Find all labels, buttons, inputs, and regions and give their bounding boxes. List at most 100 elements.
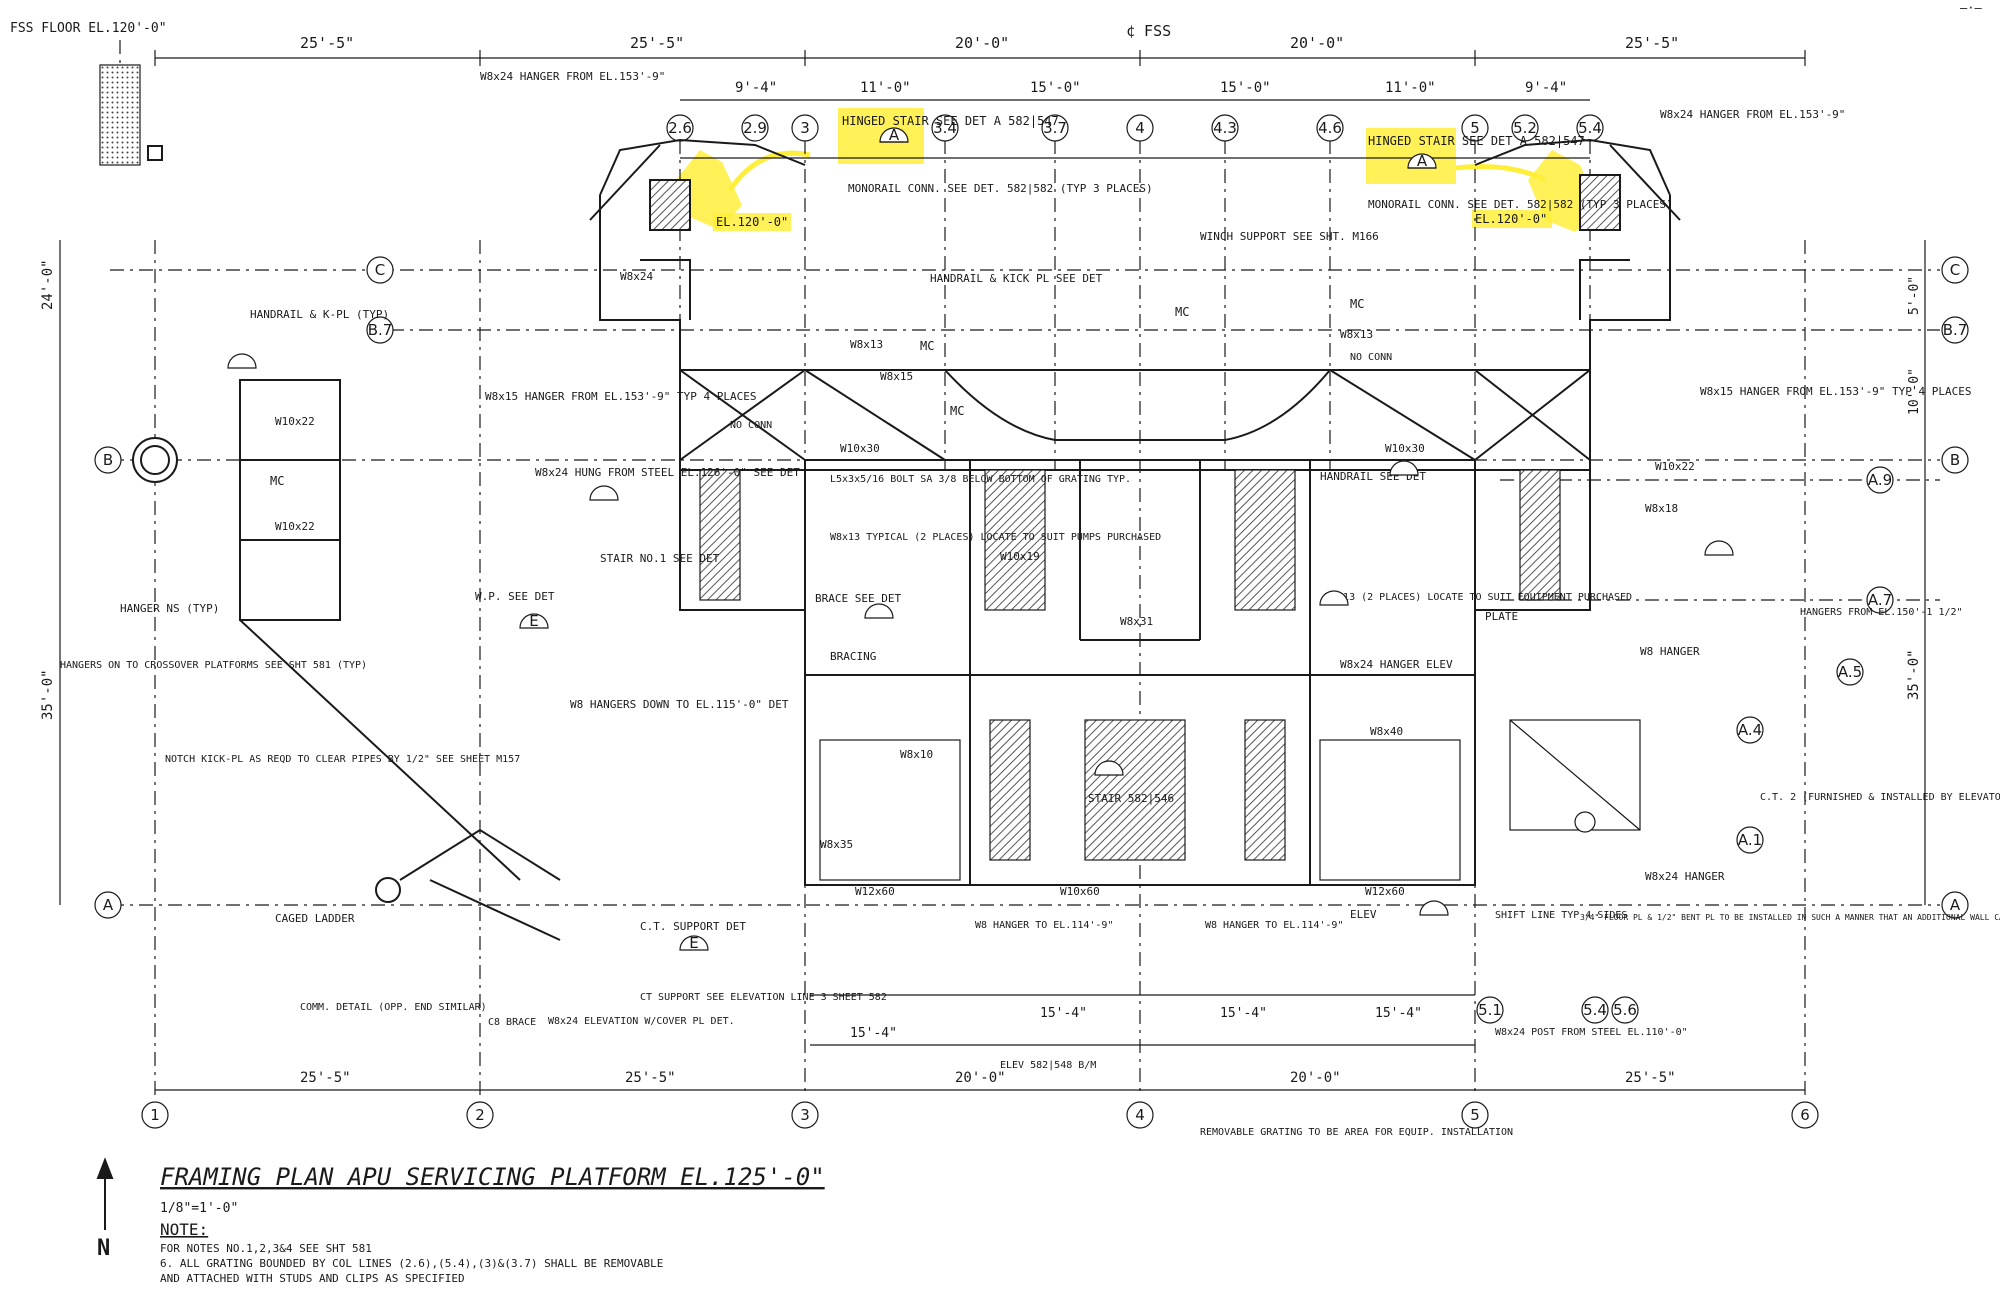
callout-plate-note: 3/4" FLOOR PL & 1/2" BENT PL TO BE INSTA…	[1580, 913, 2000, 922]
col-top-5: 5	[1470, 119, 1480, 137]
col-bot-5-1: 5.1	[1478, 1001, 1502, 1019]
note-line-2: 6. ALL GRATING BOUNDED BY COL LINES (2.6…	[160, 1257, 663, 1270]
detail-markers	[227, 127, 1734, 951]
dim-sub-5: 11'-0"	[1385, 80, 1436, 96]
callout-hanger-top-right: W8x24 HANGER FROM EL.153'-9"	[1660, 108, 1845, 121]
member-w10x22-c: W10x22	[1655, 460, 1695, 473]
row-right-a1: A.1	[1738, 831, 1762, 849]
callout-winch: WINCH SUPPORT SEE SHT. M166	[1200, 230, 1379, 243]
annotations: HINGED STAIR SEE DET A 582|547 HINGED ST…	[60, 70, 2000, 1138]
col-bot-5-6: 5.6	[1613, 1001, 1637, 1019]
member-no-conn-b: NO CONN	[1350, 352, 1392, 363]
callout-w8-hanger-right: W8 HANGER	[1640, 645, 1700, 658]
dim-bot-3: 20'-0"	[955, 1070, 1006, 1086]
member-w12x60-a: W12x60	[855, 885, 895, 898]
callout-plate: PLATE	[1485, 610, 1518, 623]
dim-right-1: 5'-0"	[1907, 276, 1922, 315]
note-line-3: AND ATTACHED WITH STUDS AND CLIPS AS SPE…	[160, 1272, 465, 1285]
col-top-2-6: 2.6	[668, 119, 692, 137]
col-bot-3: 3	[800, 1106, 810, 1124]
left-row-bubbles	[94, 256, 394, 919]
right-wing-outline	[1474, 138, 1681, 370]
bottom-dimensions: 25'-5" 25'-5" 20'-0" 20'-0" 25'-5" 15'-4…	[300, 1006, 1676, 1086]
left-wing-outline	[589, 138, 806, 370]
dim-top-2: 25'-5"	[630, 34, 684, 52]
member-w8x18: W8x18	[1645, 502, 1678, 515]
col-bot-2: 2	[475, 1106, 485, 1124]
callout-stair-center: STAIR 582|546	[1088, 792, 1174, 805]
callout-shift-line: SHIFT LINE TYP 4 SIDES	[1495, 910, 1627, 921]
dim-bot-sub-3: 15'-4"	[1220, 1006, 1267, 1021]
dim-sub-2: 11'-0"	[860, 80, 911, 96]
col-bot-4: 4	[1135, 1106, 1145, 1124]
center-line-label: ¢ FSS	[1126, 22, 1171, 40]
col-bot-6: 6	[1800, 1106, 1810, 1124]
member-w10x19: W10x19	[1000, 550, 1040, 563]
grid-lines	[110, 140, 1940, 1095]
member-w8x15: W8x15	[880, 370, 913, 383]
callout-hangers-from-right: HANGERS FROM EL.150'-1 1/2"	[1800, 607, 1963, 618]
callout-handrail-kick: HANDRAIL & KICK PL SEE DET	[930, 272, 1103, 285]
main-platform-frame	[679, 369, 1591, 886]
callout-gusset-brace: C8 BRACE	[488, 1017, 536, 1028]
bottom-column-labels: 1 2 3 4 5 6 5.1 5.4 5.6	[150, 1001, 1810, 1124]
callout-el-right: EL.120'-0"	[1475, 212, 1547, 226]
row-right-b7: B.7	[1943, 321, 1968, 339]
callout-w8-elevation: W8x24 ELEVATION W/COVER PL DET.	[548, 1016, 735, 1027]
right-row-labels: C B.7 B A.9 A.7 A.5 A.4 A.1 A	[1738, 261, 1967, 914]
detail-marker-labels: A A E E	[529, 126, 1428, 952]
det-label-a2: A	[1417, 152, 1428, 170]
row-right-a9: A.9	[1868, 471, 1892, 489]
top-dimensions: 25'-5" 25'-5" 20'-0" 20'-0" 25'-5" 9'-4"…	[300, 22, 1679, 96]
dim-bot-2: 25'-5"	[625, 1070, 676, 1086]
dim-top-1: 25'-5"	[300, 34, 354, 52]
dim-sub-6: 9'-4"	[1525, 80, 1567, 96]
row-left-b: B	[103, 451, 113, 469]
row-left-a: A	[103, 896, 114, 914]
col-top-3-7: 3.7	[1043, 119, 1067, 137]
det-label-e2: E	[689, 934, 698, 952]
callout-mc-left-frame: MC	[270, 474, 284, 488]
member-w8x35: W8x35	[820, 838, 853, 851]
callout-w8-post: W8x24 POST FROM STEEL EL.110'-0"	[1495, 1027, 1688, 1038]
member-w8x31: W8x31	[1120, 615, 1153, 628]
row-right-c: C	[1950, 261, 1960, 279]
callout-mc-right: MC	[1350, 297, 1364, 311]
callout-monorail-left: MONORAIL CONN. SEE DET. 582|582 (TYP 3 P…	[848, 182, 1153, 195]
drawing-title: FRAMING PLAN APU SERVICING PLATFORM EL.1…	[160, 1163, 825, 1191]
col-top-4-3: 4.3	[1213, 119, 1237, 137]
member-w10x30-a: W10x30	[840, 442, 880, 455]
right-row-bubbles	[1736, 256, 1969, 919]
callout-ct-support: C.T. SUPPORT DET	[640, 920, 746, 933]
top-column-bubbles	[666, 114, 1604, 142]
callout-w8-hanger-elev: W8x24 HANGER ELEV	[1340, 658, 1453, 671]
member-w10x22-b: W10x22	[275, 520, 315, 533]
callout-monorail-right: MONORAIL CONN. SEE DET. 582|582 (TYP 3 P…	[1368, 198, 1673, 211]
callout-hanger-top-left: W8x24 HANGER FROM EL.153'-9"	[480, 70, 665, 83]
member-w8x13-b: W8x13	[1340, 328, 1373, 341]
member-w8x40: W8x40	[1370, 725, 1403, 738]
col-top-3: 3	[800, 119, 810, 137]
dim-bot-sub-1: 15'-4"	[850, 1026, 897, 1041]
col-top-3-4: 3.4	[933, 119, 957, 137]
callout-w8-hangers: W8 HANGERS DOWN TO EL.115'-0" DET	[570, 698, 789, 711]
dim-sub-1: 9'-4"	[735, 80, 777, 96]
callout-hanger-hung: W8x24 HUNG FROM STEEL EL.126'-0" SEE DET	[535, 466, 800, 479]
row-right-a7: A.7	[1868, 591, 1892, 609]
side-dimension-lines	[59, 240, 1926, 905]
callout-hanger-w8x15: W8x15 HANGER FROM EL.153'-9" TYP 4 PLACE…	[485, 390, 757, 403]
callout-removable-grating: REMOVABLE GRATING TO BE AREA FOR EQUIP. …	[1200, 1127, 1513, 1138]
row-right-b: B	[1950, 451, 1960, 469]
row-left-b7: B.7	[368, 321, 393, 339]
member-w10x30-b: W10x30	[1385, 442, 1425, 455]
det-label-a1: A	[889, 126, 900, 144]
callout-handrail-left: HANDRAIL & K-PL (TYP)	[250, 308, 389, 321]
note-line-1: FOR NOTES NO.1,2,3&4 SEE SHT 581	[160, 1242, 372, 1255]
callout-hanger-right: W8x15 HANGER FROM EL.153'-9" TYP 4 PLACE…	[1700, 385, 1972, 398]
fss-floor-marker	[99, 40, 163, 166]
callout-hinged-stair-right: HINGED STAIR SEE DET A 582|547	[1368, 134, 1585, 148]
col-top-4: 4	[1135, 119, 1145, 137]
bottom-dimension-lines	[155, 994, 1805, 1091]
callout-locate-equip: W8x13 (2 PLACES) LOCATE TO SUIT EQUIPMEN…	[1325, 592, 1632, 603]
